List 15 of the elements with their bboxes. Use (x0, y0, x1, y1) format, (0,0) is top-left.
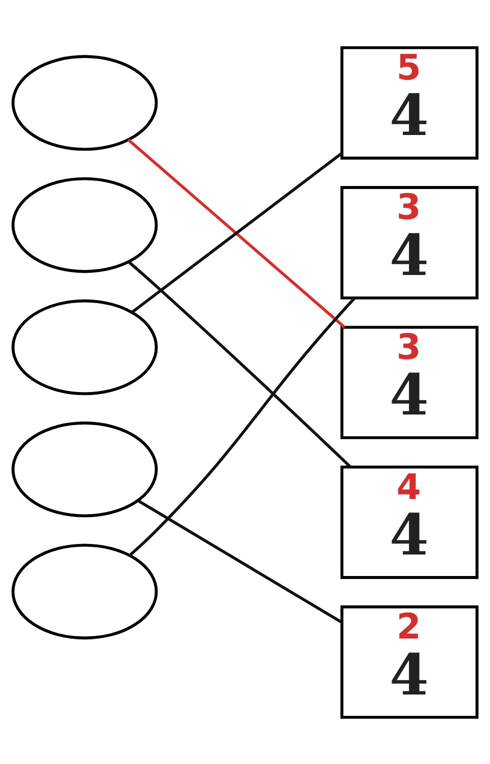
node-ellipse (12, 543, 158, 639)
node-ellipse (12, 421, 158, 517)
connector (128, 296, 356, 556)
connector (127, 138, 346, 328)
node-ellipse (12, 54, 158, 150)
connector (131, 152, 343, 313)
node-ellipse (12, 176, 158, 272)
node-ellipse (12, 298, 158, 395)
node-box: 4 4 (340, 465, 478, 578)
connector (137, 498, 342, 624)
node-box: 5 4 (340, 46, 478, 160)
node-box: 2 4 (340, 604, 478, 718)
connector (128, 260, 352, 468)
node-box: 3 4 (340, 325, 478, 439)
node-box: 3 4 (340, 186, 478, 299)
